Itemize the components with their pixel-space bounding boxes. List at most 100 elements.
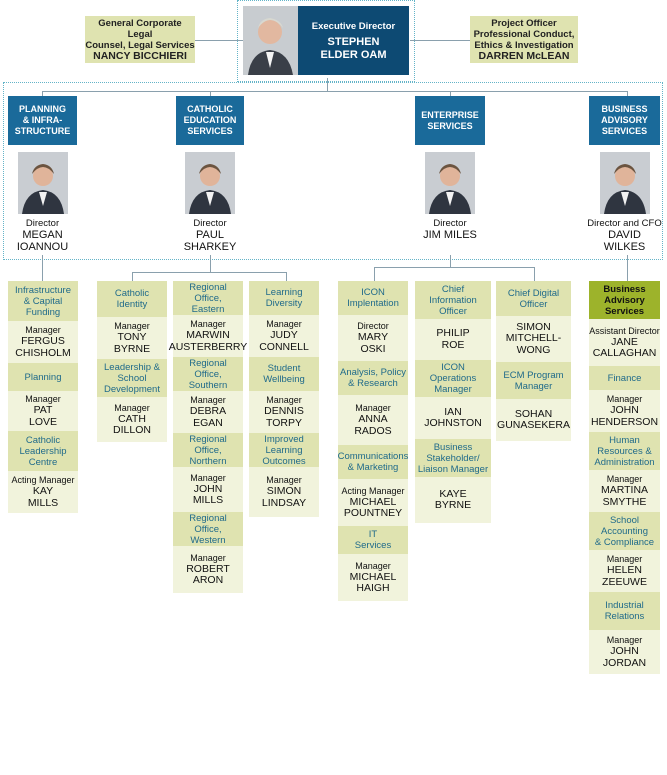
staff-role: Assistant Director: [589, 325, 660, 336]
director-name: SHARKEY: [183, 241, 237, 253]
staff-role: Acting Manager: [11, 475, 75, 485]
staff-name: TORPY: [266, 416, 302, 429]
staff-role: Manager: [114, 321, 150, 331]
department-title: Planning: [8, 363, 78, 391]
department-title-line: Administration: [594, 456, 655, 468]
staff-name: CHISHOLM: [15, 346, 71, 359]
connector-div3-bar: [374, 267, 534, 268]
connector-div2: [210, 91, 211, 97]
connector-right-side: [410, 40, 470, 41]
director-name: WILKES: [603, 241, 646, 253]
department-title-line: Development: [104, 383, 160, 395]
director-photo-2: [185, 152, 235, 214]
director-photo-1: [17, 152, 68, 214]
department-title-line: School: [117, 372, 147, 384]
staff-name: HAIGH: [356, 582, 390, 594]
department-title-line: Eastern: [191, 303, 225, 315]
staff-name: PAT: [33, 404, 53, 416]
connector-col5: [374, 267, 375, 281]
divisions-frame: [3, 82, 663, 260]
staff-name: ZEEUWE: [602, 575, 647, 588]
department-title: Regional Office,Southern: [173, 357, 243, 391]
staff-name: LINDSAY: [261, 496, 307, 509]
connector-col7: [534, 267, 535, 281]
department-title-line: Officer: [439, 305, 467, 317]
executive-role: Executive Director: [311, 20, 396, 32]
department-title-line: School: [609, 514, 640, 526]
connector-divisions-bar: [42, 91, 627, 92]
director-name: IOANNOU: [16, 241, 69, 253]
staff-name: OSKI: [360, 342, 386, 355]
department-title-line: Manager: [514, 380, 553, 392]
staff-name: RADOS: [354, 424, 392, 437]
department-title-line: Information: [429, 294, 477, 306]
department-title-line: Chief: [441, 283, 465, 295]
department-title-line: Analysis, Policy: [340, 367, 406, 378]
department-title-line: & Research: [348, 378, 398, 389]
staff-role: Director: [357, 321, 389, 331]
department-title-line: IT: [368, 529, 378, 540]
staff-name: ROE: [441, 338, 465, 351]
staff-role: Manager: [355, 560, 391, 571]
department-title-line: Regional Office,: [189, 512, 227, 535]
staff-role: Manager: [606, 554, 643, 564]
staff-name: MILLS: [27, 496, 59, 509]
staff-name: JOHN: [193, 482, 223, 495]
staff-role: Manager: [606, 474, 643, 484]
division-title: PLANNING& INFRA-STRUCTURE: [15, 104, 71, 137]
division-title-line: PLANNING: [19, 104, 66, 114]
staff-name: JUDY: [270, 329, 298, 341]
department-title-line: Advisory: [604, 294, 645, 306]
division-title-line: BUSINESS: [601, 104, 648, 114]
department-title-line: Relations: [604, 611, 645, 622]
department-title-line: Catholic: [114, 288, 150, 299]
connector-div4: [627, 91, 628, 97]
staff-role: Acting Manager: [341, 485, 405, 496]
department-title-line: Northern: [189, 455, 227, 467]
staff-name: LOVE: [28, 415, 57, 428]
division-title-line: CATHOLIC: [187, 104, 233, 114]
department-title-text: Planning: [25, 372, 62, 383]
connector-col2: [132, 272, 133, 281]
staff-name: KAY: [32, 485, 54, 497]
department-title-text: Regional Office,Eastern: [175, 282, 241, 315]
division-title-line: ADVISORY: [601, 115, 648, 125]
staff-name: CONNELL: [259, 340, 309, 353]
department-title-line: ECM Program: [503, 369, 564, 381]
project-officer-title-2: Professional Conduct,: [473, 28, 575, 40]
department-title-text: Regional Office,Western: [175, 513, 241, 546]
director-name: JIM MILES: [423, 229, 477, 241]
staff-name: MARY: [357, 331, 389, 343]
staff-name: JOHN: [610, 404, 639, 416]
department-title: Regional Office,Western: [173, 512, 243, 546]
